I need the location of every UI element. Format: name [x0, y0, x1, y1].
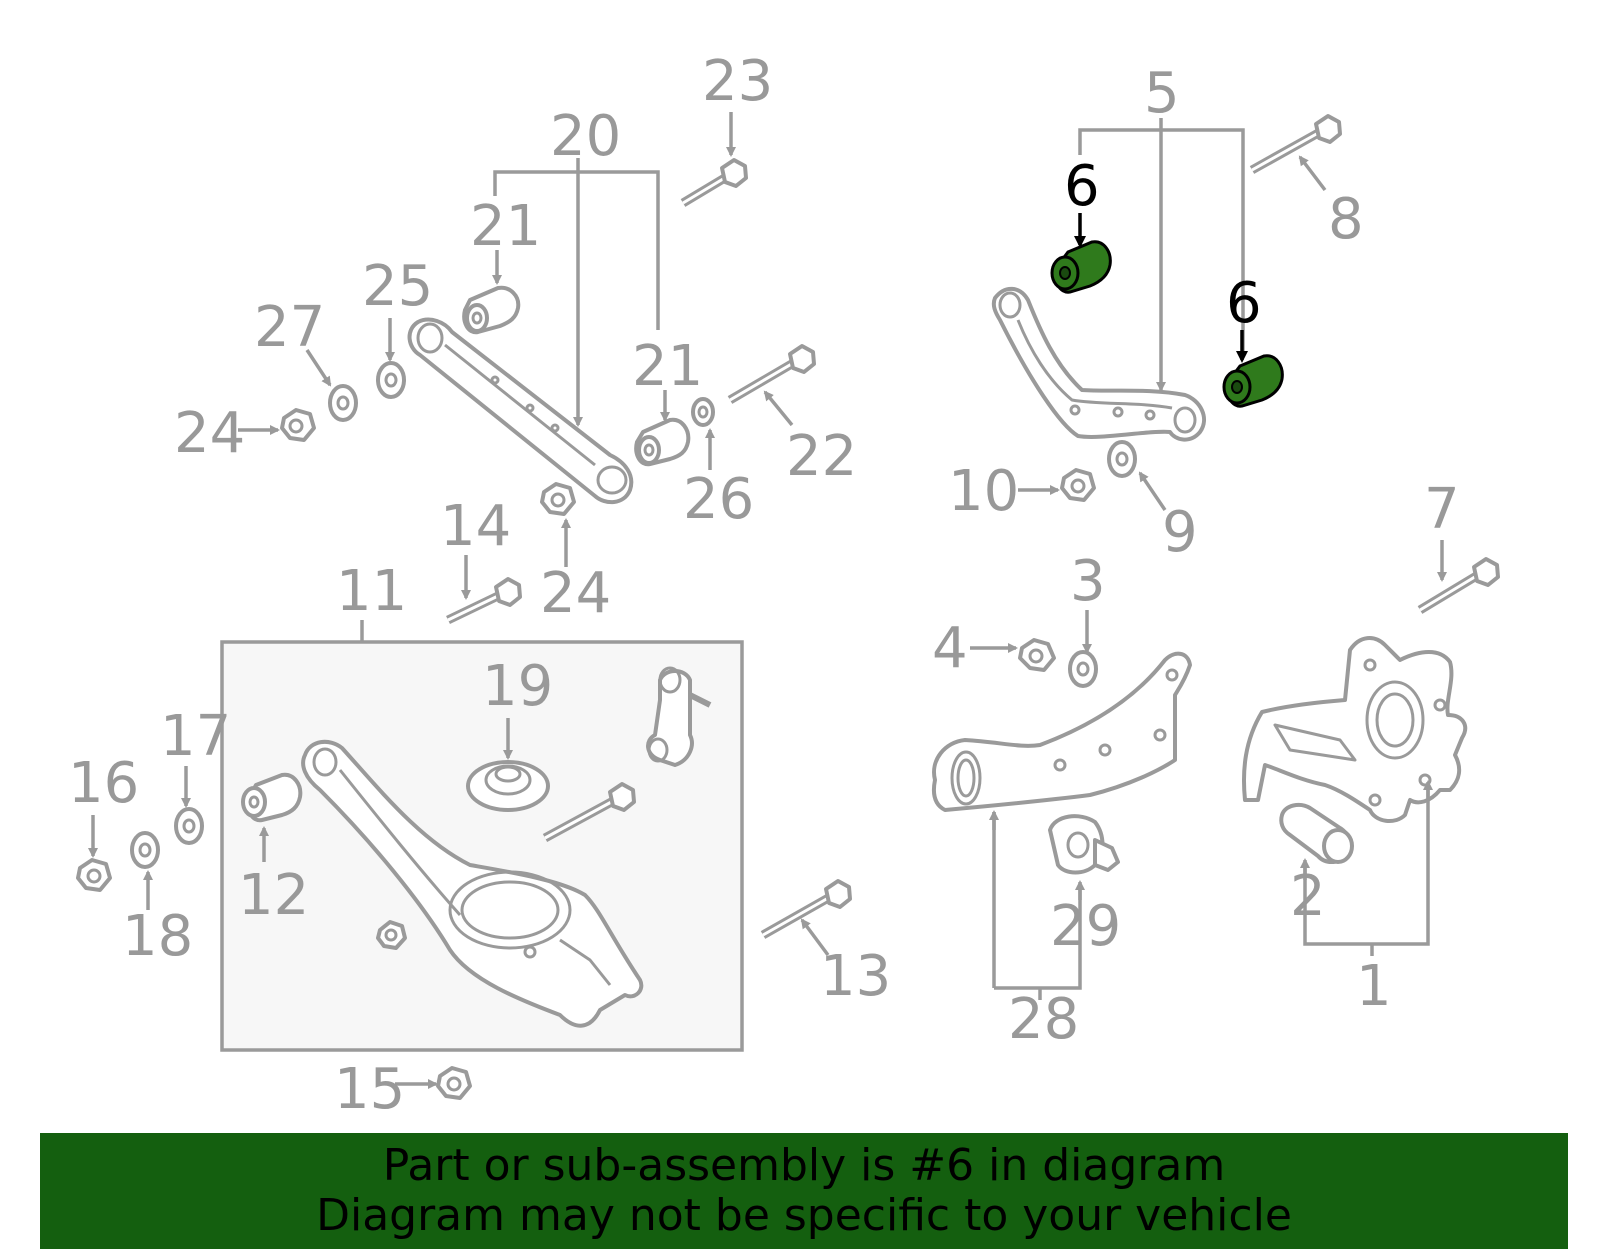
bushing-6-upper: [1050, 240, 1112, 294]
bolt-in-box: [542, 782, 636, 842]
bushing-6-lower: [1222, 354, 1284, 408]
washer-27: [328, 384, 358, 422]
washer-9: [1107, 440, 1137, 478]
nut-15: [436, 1066, 472, 1100]
nut-4: [1018, 638, 1056, 672]
stabilizer-link: [646, 666, 712, 767]
nut-24-left: [280, 408, 316, 442]
bushing-21-lower: [634, 417, 691, 467]
control-arm-5: [991, 286, 1206, 442]
bolt-14: [446, 577, 522, 625]
callout-26: 26: [683, 467, 754, 532]
mount-19: [466, 760, 550, 812]
bolt-8: [1249, 114, 1342, 174]
bolt-23: [680, 158, 748, 207]
callout-15: 15: [334, 1057, 405, 1122]
bolt-22: [727, 344, 816, 404]
knuckle: [1241, 636, 1468, 823]
callout-9: 9: [1162, 500, 1198, 565]
upper-link-arm-group: [238, 112, 816, 567]
callout-21-lower: 21: [632, 334, 703, 399]
bolt-7: [1417, 557, 1500, 614]
callout-1: 1: [1356, 954, 1392, 1019]
banner-line-1: Part or sub-assembly is #6 in diagram: [382, 1140, 1226, 1191]
pin-2: [1279, 802, 1354, 864]
callout-21-upper: 21: [470, 194, 541, 259]
washer-3: [1068, 650, 1098, 688]
callout-20: 20: [550, 104, 621, 169]
callout-17: 17: [160, 704, 231, 769]
callout-28: 28: [1008, 987, 1079, 1052]
callout-6-upper: 6: [1064, 154, 1100, 219]
bushing-12: [241, 772, 303, 823]
callout-7: 7: [1424, 477, 1460, 542]
callout-23: 23: [702, 49, 773, 114]
callout-10: 10: [948, 459, 1019, 524]
washer-25: [376, 361, 406, 399]
left-loose-parts: [76, 555, 852, 1100]
callout-6-lower: 6: [1226, 271, 1262, 336]
nut-10: [1060, 468, 1096, 502]
callout-25: 25: [362, 254, 433, 319]
callout-4: 4: [932, 616, 968, 681]
nut-16: [76, 858, 112, 892]
callout-3: 3: [1070, 549, 1106, 614]
callout-12: 12: [238, 863, 309, 928]
callout-19: 19: [482, 654, 553, 719]
callout-24-bottom: 24: [540, 561, 611, 626]
bushing-29: [1048, 814, 1120, 875]
callout-22: 22: [786, 424, 857, 489]
callout-18: 18: [122, 904, 193, 969]
control-arm-group-5: [991, 114, 1342, 511]
callout-27: 27: [254, 295, 325, 360]
callout-numbers: 1 2 3 4 5 6 6 7 8 9 10 11 12 13 14 15 16…: [68, 49, 1460, 1122]
knuckle-group-1: [1241, 540, 1500, 956]
banner-line-2: Diagram may not be specific to your vehi…: [316, 1190, 1292, 1241]
callout-24-left: 24: [174, 401, 245, 466]
trailing-arm: [931, 651, 1192, 812]
trailing-arm-group-28: [931, 610, 1192, 1000]
washer-18: [130, 831, 160, 869]
bolt-13: [760, 879, 852, 939]
lower-arm-11: [301, 739, 644, 1028]
nut-24-bottom: [540, 482, 576, 516]
callout-11: 11: [336, 559, 407, 624]
upper-link-arm: [407, 317, 634, 505]
nut-in-box: [376, 920, 407, 950]
washer-17: [174, 807, 204, 845]
callout-13: 13: [820, 944, 891, 1009]
callout-29: 29: [1050, 894, 1121, 959]
washer-26: [691, 397, 715, 427]
bushing-21-upper: [462, 285, 521, 335]
callout-2: 2: [1290, 864, 1326, 929]
callout-8: 8: [1328, 187, 1364, 252]
info-banner: Part or sub-assembly is #6 in diagram Di…: [40, 1133, 1568, 1249]
callout-14: 14: [440, 494, 511, 559]
callout-16: 16: [68, 751, 139, 816]
callout-5: 5: [1144, 61, 1180, 126]
subframe-box-11: [220, 620, 744, 1052]
